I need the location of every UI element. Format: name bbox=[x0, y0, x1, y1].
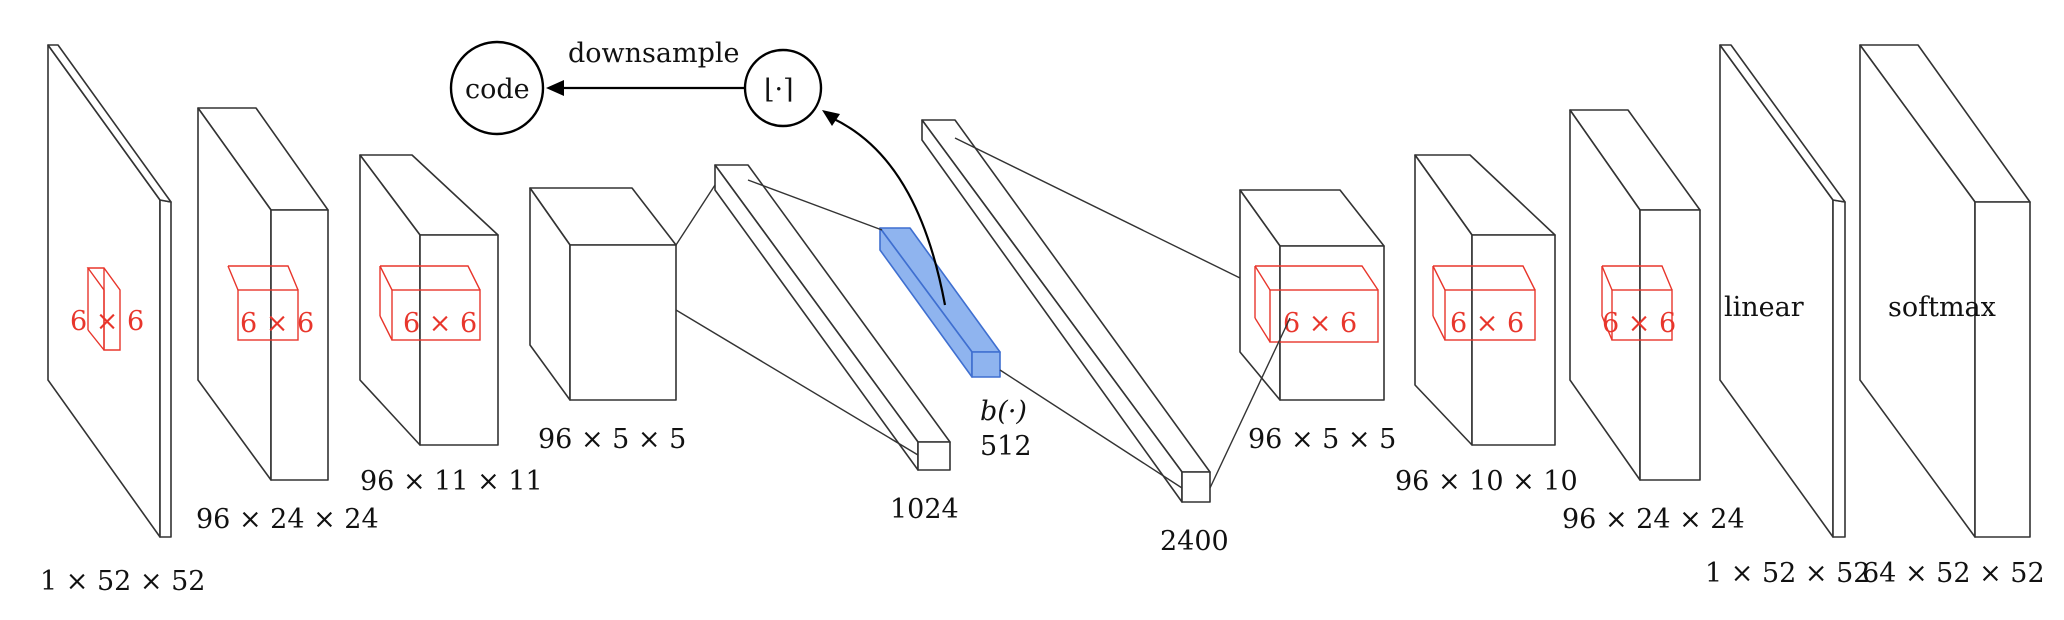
arrowhead-quantize bbox=[822, 110, 840, 126]
connector-code-fc2400-bottom bbox=[999, 369, 1183, 489]
arrowhead-code bbox=[546, 80, 564, 96]
kernel-box-deconv3 bbox=[1601, 265, 1673, 341]
quantize-symbol: ⌊·⌉ bbox=[764, 74, 794, 105]
linear-dim-label: 1 × 52 × 52 bbox=[1705, 558, 1870, 589]
code-node bbox=[449, 40, 545, 136]
kernel-label-conv2: 6 × 6 bbox=[403, 308, 477, 339]
conv3-block bbox=[529, 187, 677, 401]
fc1024-block bbox=[714, 164, 951, 471]
fc2400-dim-label: 2400 bbox=[1160, 526, 1229, 557]
conv3-dim-label: 96 × 5 × 5 bbox=[538, 424, 686, 455]
conv2-block: 6 × 6 bbox=[359, 154, 499, 446]
side-branch: ⌊·⌉ downsample code bbox=[449, 38, 947, 306]
kernel-label-conv1: 6 × 6 bbox=[240, 308, 314, 339]
input-dim-label: 1 × 52 × 52 bbox=[40, 566, 205, 597]
code-dim-label: 512 bbox=[980, 431, 1032, 462]
softmax-dim-label: 64 × 52 × 52 bbox=[1862, 558, 2045, 589]
connector-code-fc2400-top bbox=[954, 137, 1241, 279]
kernel-box-conv2 bbox=[379, 265, 481, 341]
code-512-block bbox=[879, 227, 1001, 378]
kernel-box-conv1 bbox=[227, 265, 299, 341]
fc1024-dim-label: 1024 bbox=[890, 494, 959, 525]
kernel-box-deconv1 bbox=[1254, 265, 1379, 343]
arrow-code-to-quantize bbox=[831, 117, 947, 306]
connector-conv3-fc1024-bottom bbox=[675, 309, 919, 456]
downsample-label: downsample bbox=[568, 38, 740, 69]
linear-layer-block: linear bbox=[1719, 44, 1846, 538]
conv2-dim-label: 96 × 11 × 11 bbox=[360, 466, 543, 497]
conv1-dim-label: 96 × 24 × 24 bbox=[196, 504, 379, 535]
connector-conv3-fc1024-top bbox=[675, 184, 716, 246]
deconv2-block: 6 × 6 bbox=[1414, 154, 1556, 446]
input-layer-block: 6 × 6 bbox=[47, 44, 172, 538]
code-fn-label: b(·) bbox=[980, 396, 1027, 427]
code-node-label: code bbox=[465, 74, 530, 105]
connector-fc1024-code bbox=[747, 179, 883, 231]
softmax-layer-block: softmax bbox=[1859, 44, 2031, 538]
kernel-label-deconv2: 6 × 6 bbox=[1450, 308, 1524, 339]
conv1-block: 6 × 6 bbox=[197, 107, 329, 481]
deconv3-block: 6 × 6 bbox=[1569, 109, 1701, 481]
fc2400-block bbox=[921, 119, 1211, 503]
softmax-layer-label: softmax bbox=[1888, 292, 1996, 323]
deconv1-dim-label: 96 × 5 × 5 bbox=[1248, 424, 1396, 455]
connector-fc2400-deconv1 bbox=[1209, 317, 1291, 489]
kernel-label-input: 6 × 6 bbox=[70, 306, 144, 337]
deconv1-block: 6 × 6 bbox=[1239, 189, 1385, 401]
deconv2-dim-label: 96 × 10 × 10 bbox=[1395, 466, 1578, 497]
linear-layer-label: linear bbox=[1724, 292, 1804, 323]
kernel-label-deconv1: 6 × 6 bbox=[1283, 308, 1357, 339]
deconv3-dim-label: 96 × 24 × 24 bbox=[1562, 504, 1745, 535]
kernel-label-deconv3: 6 × 6 bbox=[1602, 308, 1676, 339]
kernel-box-deconv2 bbox=[1432, 265, 1536, 341]
